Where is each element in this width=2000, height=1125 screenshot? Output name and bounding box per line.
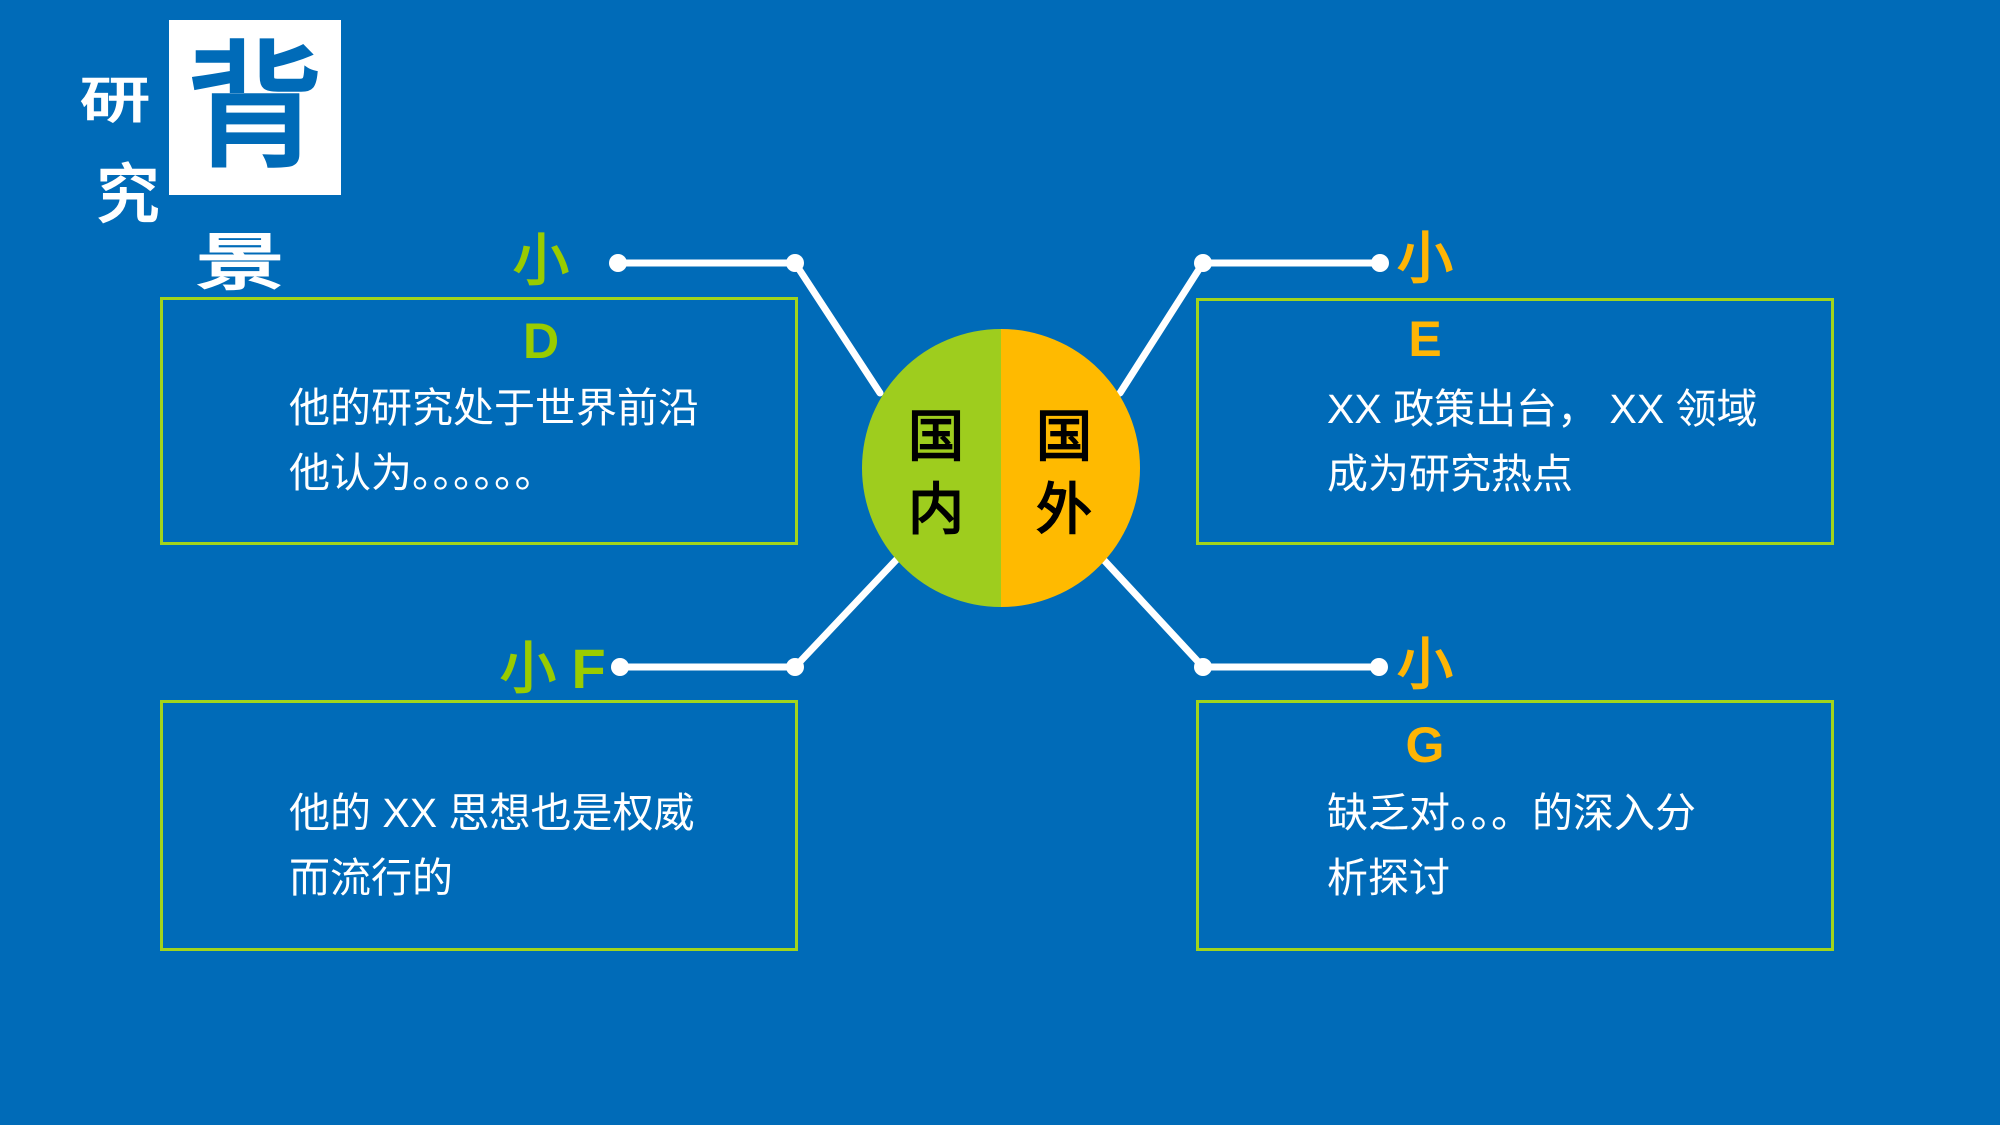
title-char-yan: 研: [79, 73, 151, 129]
connector-line-bottom-right-diagonal: [1098, 554, 1207, 671]
connector-dot: [1370, 658, 1388, 676]
label-xiao-e-line1: 小: [1397, 227, 1453, 290]
content-box-top-right-line2: 成为研究热点: [1327, 451, 1573, 497]
title-char-jing: 景: [195, 229, 285, 298]
title-char-bei: 背: [187, 30, 323, 184]
label-xiao-e-line2: E: [1408, 311, 1442, 367]
circle-label-domestic: 国 内: [900, 400, 972, 546]
circle-label-domestic-char1: 国: [908, 405, 964, 468]
title-bei-white-box: 背: [169, 20, 341, 195]
circle-label-foreign-char1: 国: [1036, 405, 1092, 468]
circle-label-foreign-char2: 外: [1036, 478, 1092, 541]
content-box-bottom-right-line1: 缺乏对。。。的深入分: [1327, 790, 1696, 836]
connector-dot: [1194, 254, 1212, 272]
connector-dot: [609, 254, 627, 272]
content-box-top-left-line1: 他的研究处于世界前沿: [289, 385, 699, 431]
connector-line-top-left-diagonal: [791, 259, 884, 397]
connector-dot: [1371, 254, 1389, 272]
label-xiao-g-line2: G: [1405, 717, 1445, 773]
connector-line-bottom-left-diagonal: [791, 554, 902, 671]
content-box-bottom-right: 缺乏对。。。的深入分 析探讨: [1196, 700, 1834, 951]
label-xiao-d: 小 D: [481, 229, 601, 369]
connector-dot: [1194, 658, 1212, 676]
content-box-bottom-left-line2: 而流行的: [289, 855, 453, 901]
circle-label-domestic-char2: 内: [908, 478, 964, 541]
circle-label-foreign: 国 外: [1028, 400, 1100, 546]
content-box-top-left-line2: 他认为。。。。。。: [289, 450, 556, 496]
label-xiao-g: 小 G: [1365, 633, 1485, 773]
content-box-top-left: 他的研究处于世界前沿 他认为。。。。。。: [160, 297, 798, 545]
center-split-circle: [862, 329, 1140, 607]
content-box-bottom-left-line1: 他的 XX 思想也是权威: [289, 790, 695, 836]
label-xiao-d-line1: 小: [513, 229, 569, 292]
label-xiao-f: 小 F: [500, 637, 606, 700]
content-box-top-right: XX 政策出台， XX 领域 成为研究热点: [1196, 298, 1834, 545]
content-box-bottom-right-line2: 析探讨: [1327, 855, 1450, 901]
label-xiao-e: 小 E: [1365, 227, 1485, 367]
connector-dot: [786, 254, 804, 272]
connector-dot: [611, 658, 629, 676]
connector-line-top-right-diagonal: [1116, 259, 1207, 397]
connector-dot: [786, 658, 804, 676]
label-xiao-d-line2: D: [522, 313, 560, 369]
content-box-bottom-left: 他的 XX 思想也是权威 而流行的: [160, 700, 798, 951]
label-xiao-g-line1: 小: [1397, 633, 1453, 696]
title-char-jiu: 究: [96, 159, 160, 231]
content-box-top-right-line1: XX 政策出台， XX 领域: [1327, 386, 1758, 432]
